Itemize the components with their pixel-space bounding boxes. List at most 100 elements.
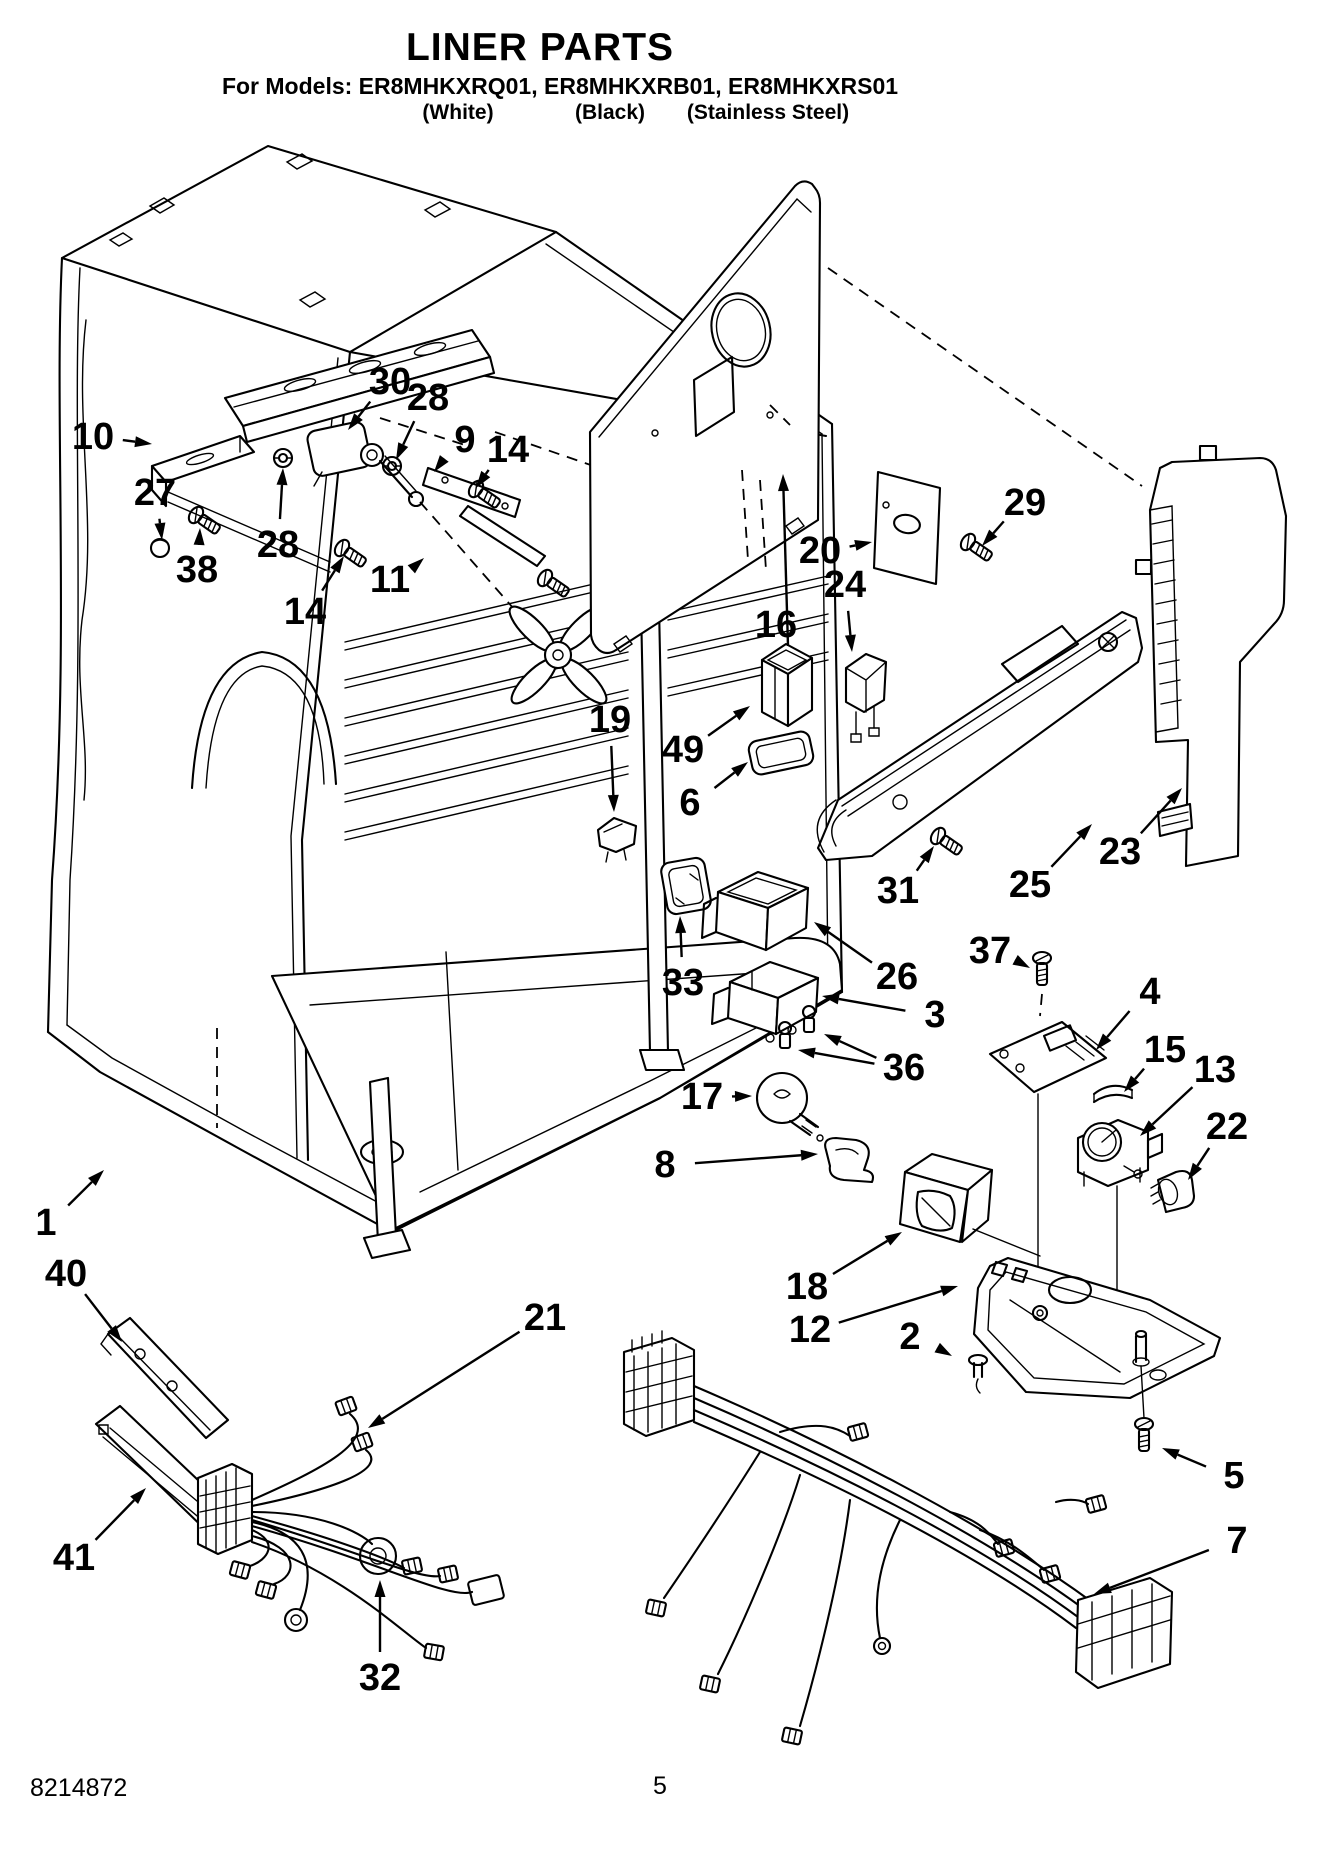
callout-24: 24 [824, 564, 866, 652]
callout-label-28b: 28 [257, 524, 299, 566]
finish-white: (White) [422, 101, 493, 124]
gasket-33 [660, 857, 712, 916]
callout-41: 41 [53, 1488, 146, 1579]
callout-label-14a: 14 [487, 429, 529, 471]
evaporator-cover-panel [590, 181, 1142, 653]
callout-label-13: 13 [1194, 1049, 1236, 1091]
callout-40: 40 [45, 1253, 122, 1342]
callout-20: 20 [799, 530, 872, 572]
callout-30: 30 [348, 361, 411, 430]
control-box-26 [702, 872, 808, 950]
callout-label-32: 32 [359, 1657, 401, 1699]
relay-box-16 [762, 644, 812, 726]
callout-label-2: 2 [899, 1316, 920, 1358]
light-bulb-17 [757, 1073, 838, 1151]
models-line: For Models: ER8MHKXRQ01, ER8MHKXRB01, ER… [222, 73, 898, 99]
callout-label-30: 30 [369, 361, 411, 403]
access-panel [874, 472, 997, 584]
callout-23: 23 [1099, 788, 1182, 873]
callout-label-9: 9 [454, 419, 475, 461]
callout-label-18: 18 [786, 1266, 828, 1308]
callout-2: 2 [899, 1316, 952, 1358]
callout-label-36: 36 [883, 1047, 925, 1089]
callout-label-1: 1 [35, 1202, 56, 1244]
callout-label-15: 15 [1144, 1029, 1186, 1071]
callout-15: 15 [1124, 1029, 1186, 1092]
bulb-holders-36 [779, 1006, 815, 1048]
callout-26: 26 [814, 922, 918, 998]
callout-label-6: 6 [679, 782, 700, 824]
callout-22: 22 [1188, 1106, 1248, 1180]
callout-5: 5 [1162, 1448, 1245, 1497]
callout-36: 36 [798, 1034, 925, 1089]
ignitor-32 [360, 1538, 396, 1574]
callout-37: 37 [969, 930, 1030, 972]
wire-harness-21 [198, 1395, 504, 1662]
callout-label-17: 17 [681, 1076, 723, 1118]
callout-13: 13 [1140, 1049, 1236, 1136]
defrost-board-4 [990, 950, 1106, 1292]
callout-label-5: 5 [1223, 1455, 1244, 1497]
doc-number: 8214872 [30, 1774, 127, 1802]
callout-7: 7 [1094, 1520, 1248, 1594]
clip-19 [598, 818, 636, 862]
callout-label-27: 27 [134, 472, 176, 514]
callout-label-4: 4 [1139, 971, 1160, 1013]
callout-label-31: 31 [877, 870, 919, 912]
page-title: LINER PARTS [406, 26, 674, 69]
fastener-2 [969, 1355, 987, 1393]
callout-29: 29 [982, 482, 1046, 546]
callout-27: 27 [134, 472, 176, 540]
callout-14a: 14 [476, 429, 529, 488]
callout-label-28a: 28 [407, 377, 449, 419]
callout-16: 16 [755, 474, 797, 646]
callout-label-24: 24 [824, 564, 866, 606]
callout-label-49: 49 [662, 729, 704, 771]
callout-label-40: 40 [45, 1253, 87, 1295]
callout-label-8: 8 [654, 1144, 675, 1186]
callout-label-26: 26 [876, 956, 918, 998]
callout-33: 33 [662, 916, 704, 1004]
callout-label-19: 19 [589, 699, 631, 741]
callout-12: 12 [789, 1285, 958, 1351]
callout-label-22: 22 [1206, 1106, 1248, 1148]
callout-11: 11 [370, 558, 424, 601]
page-number: 5 [653, 1772, 667, 1800]
callout-21: 21 [368, 1297, 566, 1428]
callout-9: 9 [434, 419, 476, 472]
callout-32: 32 [359, 1580, 401, 1699]
finish-stainless: (Stainless Steel) [687, 101, 849, 124]
finish-black: (Black) [575, 101, 645, 124]
callout-label-23: 23 [1099, 831, 1141, 873]
callout-label-11: 11 [370, 559, 410, 601]
gasket-6 [747, 730, 815, 776]
callout-18: 18 [786, 1232, 902, 1308]
callout-label-37: 37 [969, 930, 1011, 972]
callout-31: 31 [877, 846, 934, 912]
callout-14b: 14 [284, 556, 344, 633]
light-lens-18 [900, 1154, 1040, 1256]
callout-6: 6 [679, 762, 748, 824]
callout-label-33: 33 [662, 962, 704, 1004]
evaporator-fan-assembly [151, 420, 636, 862]
callout-label-41: 41 [53, 1537, 95, 1579]
callout-label-12: 12 [789, 1309, 831, 1351]
callout-8: 8 [654, 1144, 818, 1186]
callout-label-3: 3 [924, 994, 945, 1036]
callout-19: 19 [589, 699, 631, 812]
callout-10: 10 [72, 416, 152, 458]
callout-label-10: 10 [72, 416, 114, 458]
callout-17: 17 [681, 1076, 752, 1118]
callout-label-14b: 14 [284, 591, 326, 633]
callout-layer: 1234567891011121314141516171819202122232… [35, 361, 1248, 1699]
callout-label-38: 38 [176, 549, 218, 591]
callout-38: 38 [176, 528, 218, 591]
callout-28a: 28 [396, 377, 449, 460]
cabinet-interior [152, 330, 842, 1258]
wire-harness-7 [624, 1331, 1172, 1746]
callout-4: 4 [1096, 971, 1161, 1050]
drain-pan [974, 1258, 1220, 1453]
callout-1: 1 [35, 1170, 104, 1244]
